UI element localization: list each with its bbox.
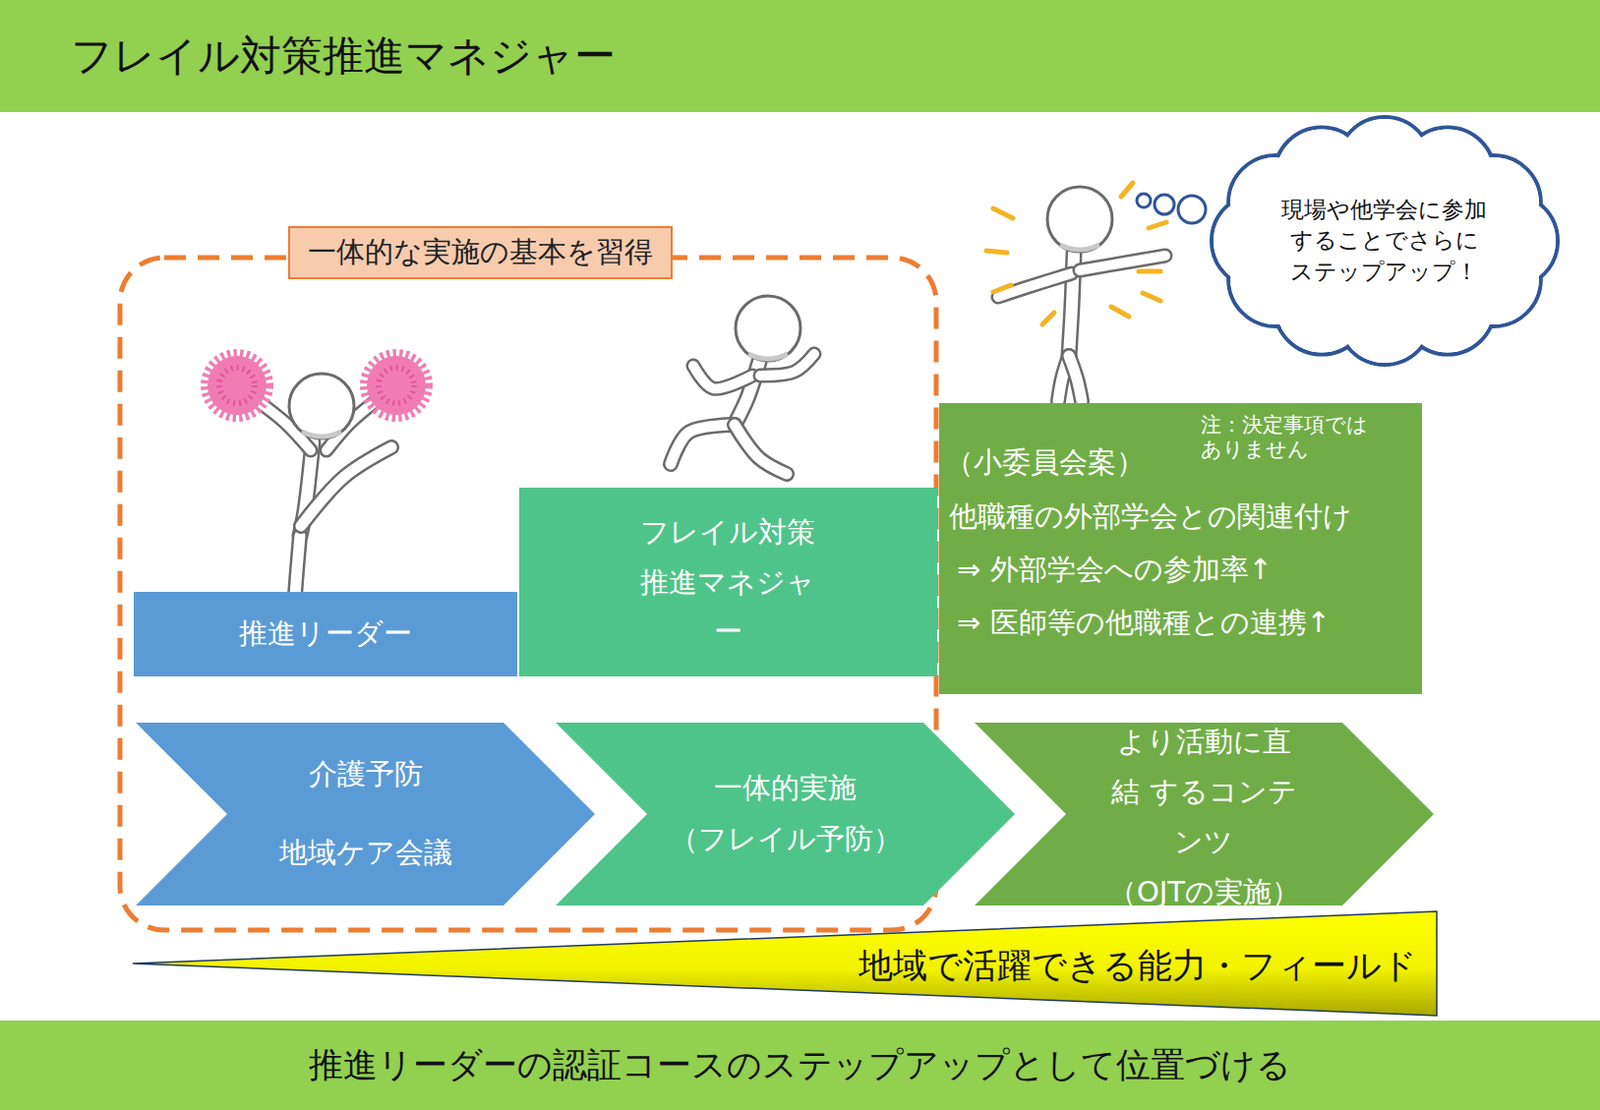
figure-shadow <box>301 431 342 437</box>
region-heading: 一体的な実施の基本を習得 <box>288 226 673 280</box>
figure-limb <box>1068 355 1082 402</box>
figure-head <box>1047 186 1113 252</box>
pompom <box>378 367 415 404</box>
wedge-shape <box>132 911 1437 1016</box>
figure-limb <box>1079 255 1166 271</box>
pompom <box>366 355 426 415</box>
sparkle-tick <box>993 208 1013 219</box>
figure-shadow <box>748 354 788 359</box>
title: フレイル対策推進マネジャー <box>70 29 616 84</box>
dashed-border <box>119 257 937 931</box>
figure-limb <box>693 365 753 389</box>
node-text: 介護予防 <box>308 756 423 794</box>
node-text: より活動に直結 するコンテンツ <box>1103 716 1306 867</box>
figure-limb <box>734 424 787 475</box>
chevron-shape <box>555 722 1015 906</box>
thought-bubble <box>1136 193 1151 208</box>
node-text: フレイル対策 推進マネジャー <box>627 507 830 657</box>
sparkle-tick <box>1138 269 1161 275</box>
dashed-region: 推進リーダー フレイル対策 推進マネジャー介護予防地域ケア会議 一体的実施 （フレイル… <box>117 254 940 934</box>
figure-limb <box>1079 255 1166 271</box>
pompom <box>207 355 267 415</box>
figure-shadow <box>1060 244 1100 250</box>
figure-head <box>735 296 801 361</box>
sparkle-tick <box>1142 293 1161 301</box>
step-chevron: より活動に直結 するコンテンツ（OJTの実施） <box>974 722 1434 906</box>
sparkle-tick <box>986 250 1008 253</box>
node-text: 一体的実施 <box>713 770 857 808</box>
figure-limb <box>295 535 300 596</box>
node-text: 推進リーダー <box>238 615 413 653</box>
figure-limb <box>300 447 392 527</box>
sparkle-tick <box>993 285 1011 293</box>
sparkle-tick <box>1121 182 1133 197</box>
node-text: ⇒ 外部学会への参加率↑ <box>956 551 1273 590</box>
growth-wedge: 地域で活躍できる能力・フィールド <box>132 909 1437 1018</box>
step-chevron: 一体的実施 （フレイル予防） <box>555 722 1015 906</box>
figure-limb <box>300 447 392 527</box>
sparkle-tick <box>1111 306 1129 317</box>
chevron-outline <box>555 722 1015 906</box>
node-text: 地域ケア会議 <box>279 834 453 873</box>
node-text: 現場や他学会に参加 することでさらに ステップアップ！ <box>1281 194 1487 287</box>
node-text: ⇒ 医師等の他職種との連携↑ <box>956 604 1331 643</box>
step-chevron: 介護予防地域ケア会議 <box>135 722 595 906</box>
level-bar: フレイル対策 推進マネジャー <box>519 487 938 677</box>
node-text: （小委員会案） <box>945 444 1145 482</box>
title-band <box>0 0 1600 113</box>
figure-limb <box>670 424 735 465</box>
summary-band: 推進リーダーの認証コースのステップアップとして位置づける <box>0 1020 1600 1110</box>
chevron-shape <box>135 722 595 906</box>
thought-bubble <box>1154 194 1175 215</box>
node-text: 推進リーダーの認証コースのステップアップとして位置づける <box>308 1043 1292 1089</box>
note: 注：決定事項では ありません <box>1200 413 1368 463</box>
figure-head <box>289 373 355 439</box>
cloud-body <box>1256 162 1513 320</box>
node-text: 他職種の外部学会との関連付け <box>948 498 1353 536</box>
figure-limb <box>693 365 753 389</box>
sparkle-tick <box>1148 222 1167 229</box>
figure-limb <box>1068 355 1082 402</box>
sparkle-tick <box>1042 312 1055 325</box>
node-text: 地域で活躍できる能力・フィールド <box>858 944 1418 990</box>
node-text: （フレイル予防） <box>669 821 902 859</box>
figure-limb <box>734 424 787 475</box>
level-bar: 推進リーダー <box>133 592 518 677</box>
thought-cloud: 現場や他学会に参加 することでさらに ステップアップ！ <box>1207 118 1562 364</box>
figure-limb <box>670 424 735 465</box>
proposal-box: 注：決定事項では ありません （小委員会案） 他職種の外部学会との関連付け ⇒ 外部学… <box>939 403 1423 695</box>
pompom <box>219 367 255 404</box>
chevron-outline <box>135 722 595 906</box>
figure-limb <box>295 535 300 596</box>
node-text: （OJTの実施） <box>1108 874 1301 912</box>
thought-bubble <box>1178 195 1206 224</box>
